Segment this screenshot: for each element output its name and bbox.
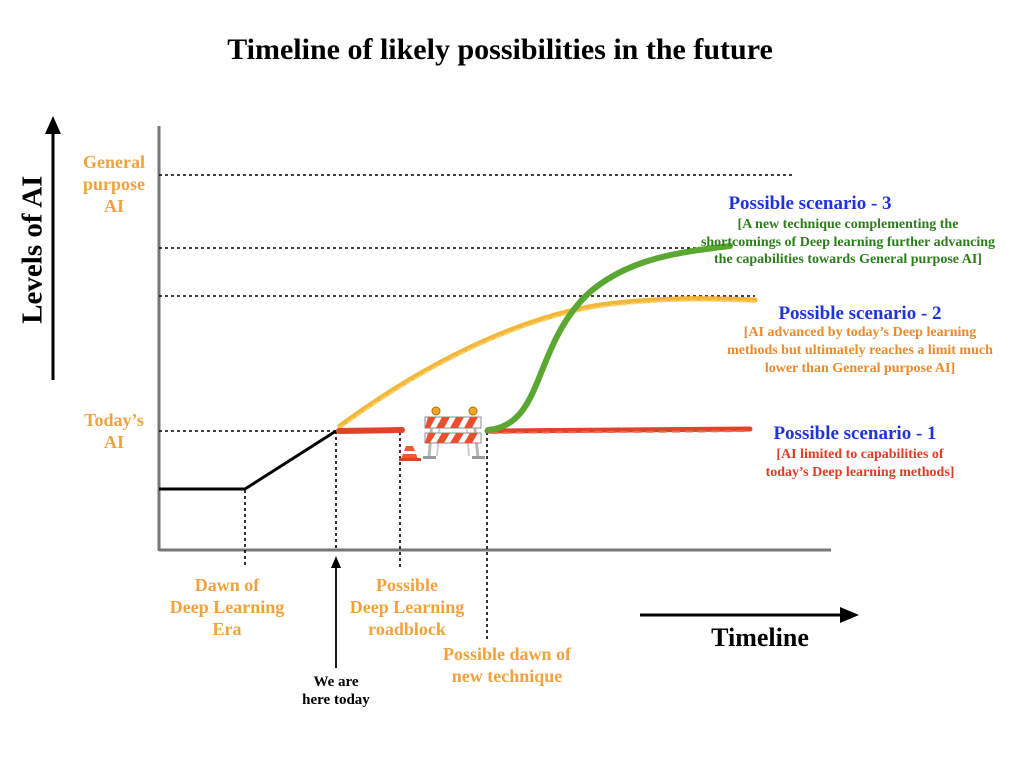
dawn-of-deep-learning-label: Dawn of Deep Learning Era bbox=[169, 575, 285, 639]
x-axis-label: Timeline bbox=[711, 623, 809, 652]
we-are-here-today-label: We are here today bbox=[302, 674, 370, 709]
dawn-of-new-technique-label: Possible dawn of new technique bbox=[442, 644, 572, 686]
scenario3-heading: Possible scenario - 3 bbox=[728, 193, 892, 214]
scenario2-description: [AI advanced by today’s Deep learning me… bbox=[727, 325, 993, 377]
scenario1-description: [AI limited to capabilities of today’s D… bbox=[765, 447, 955, 481]
scenario3-curve bbox=[485, 243, 733, 433]
ai-progress-line bbox=[159, 429, 337, 491]
deep-learning-roadblock-label: Possible Deep Learning roadblock bbox=[349, 575, 465, 639]
scenario1-curve-b bbox=[484, 426, 753, 434]
today-ai-level-label: Today’s AI bbox=[84, 410, 144, 452]
scenario2-heading: Possible scenario - 2 bbox=[778, 303, 942, 324]
y-axis-label: Levels of AI bbox=[16, 175, 49, 324]
scenario3-description: [A new technique complementing the short… bbox=[700, 217, 996, 267]
levels-arrow bbox=[45, 116, 61, 380]
roadblock-barrier-icon bbox=[423, 406, 485, 459]
timeline-arrow bbox=[640, 607, 859, 623]
general-ai-level-label: General purpose AI bbox=[82, 152, 145, 216]
traffic-cone-icon bbox=[399, 446, 421, 461]
scenario1-heading: Possible scenario - 1 bbox=[773, 423, 937, 444]
scenario1-curve-a bbox=[336, 427, 405, 434]
scenario2-curve bbox=[337, 296, 758, 429]
here-today-arrow bbox=[331, 556, 341, 668]
diagram-title: Timeline of likely possibilities in the … bbox=[227, 33, 773, 66]
